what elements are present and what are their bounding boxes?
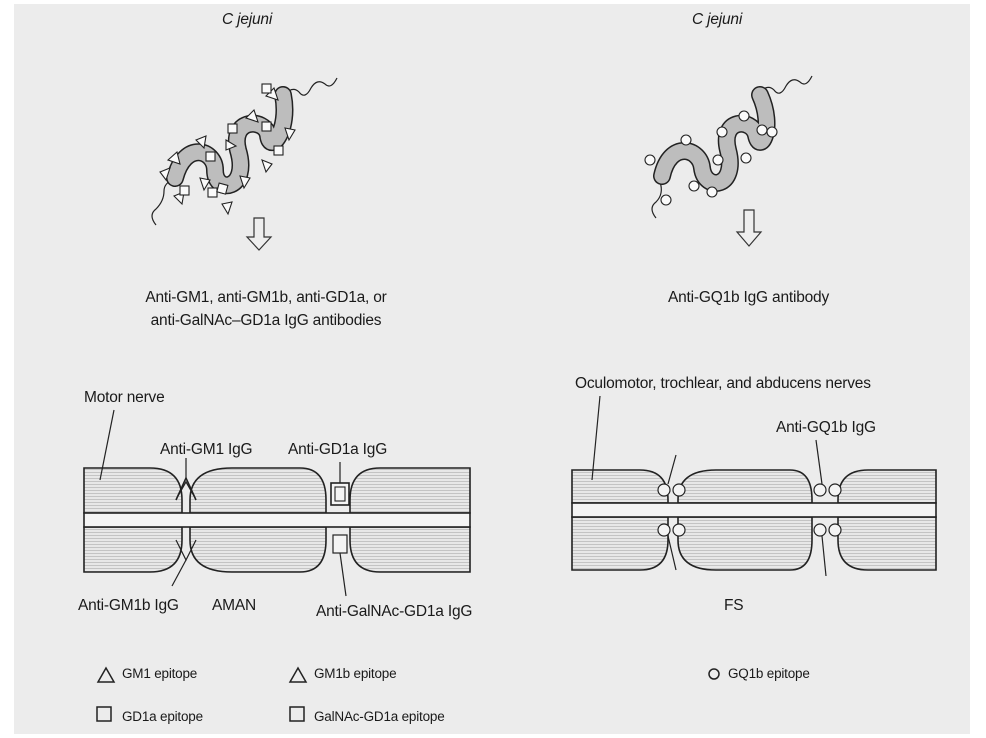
legend-gd1a-label: GD1a epitope <box>122 710 203 724</box>
legend-gq1b-label: GQ1b epitope <box>728 667 810 681</box>
left-antibody-line2: anti-GalNAc–GD1a IgG antibodies <box>126 313 406 329</box>
legend-triangle-gm1b <box>290 668 306 682</box>
legend-square-gd1a <box>97 707 111 721</box>
left-bacterium-body <box>175 95 284 185</box>
anti-gq1b-igg-label: Anti-GQ1b IgG <box>776 420 876 436</box>
aman-label: AMAN <box>212 598 256 614</box>
legend-triangle-gm1 <box>98 668 114 682</box>
legend-square-galnac <box>290 707 304 721</box>
anti-gm1-igg-label: Anti-GM1 IgG <box>160 442 252 458</box>
fs-label: FS <box>724 598 743 614</box>
left-nerve <box>84 410 470 596</box>
right-antibody-label: Anti-GQ1b IgG antibody <box>668 290 829 306</box>
right-nerve <box>572 396 936 576</box>
anti-galnac-gd1a-igg-label: Anti-GalNAc-GD1a IgG <box>316 604 472 620</box>
motor-nerve-label: Motor nerve <box>84 390 165 406</box>
anti-gd1a-igg-mark <box>331 483 349 505</box>
right-bacterium <box>645 76 812 218</box>
right-bacterium-body <box>662 95 767 183</box>
right-axon <box>572 503 936 517</box>
arrows <box>247 210 761 250</box>
right-flagellum-bottom <box>652 182 661 218</box>
anti-gm1b-igg-label: Anti-GM1b IgG <box>78 598 179 614</box>
left-flagellum-top <box>285 78 337 95</box>
left-antibody-line1: Anti-GM1, anti-GM1b, anti-GD1a, or <box>126 290 406 306</box>
right-down-arrow <box>737 210 761 246</box>
legend-galnac-gd1a-label: GalNAc-GD1a epitope <box>314 710 445 724</box>
anti-gd1a-igg-label: Anti-GD1a IgG <box>288 442 387 458</box>
right-organism-label: C jejuni <box>692 12 742 28</box>
left-axon <box>84 513 470 527</box>
left-organism-label: C jejuni <box>222 12 272 28</box>
left-bacterium <box>152 78 337 225</box>
legend-circle-gq1b <box>709 669 719 679</box>
legend-gm1b-label: GM1b epitope <box>314 667 396 681</box>
legend-gm1-label: GM1 epitope <box>122 667 197 681</box>
left-down-arrow <box>247 218 271 250</box>
cranial-nerves-label: Oculomotor, trochlear, and abducens nerv… <box>575 376 871 392</box>
anti-galnac-gd1a-mark <box>333 535 347 553</box>
